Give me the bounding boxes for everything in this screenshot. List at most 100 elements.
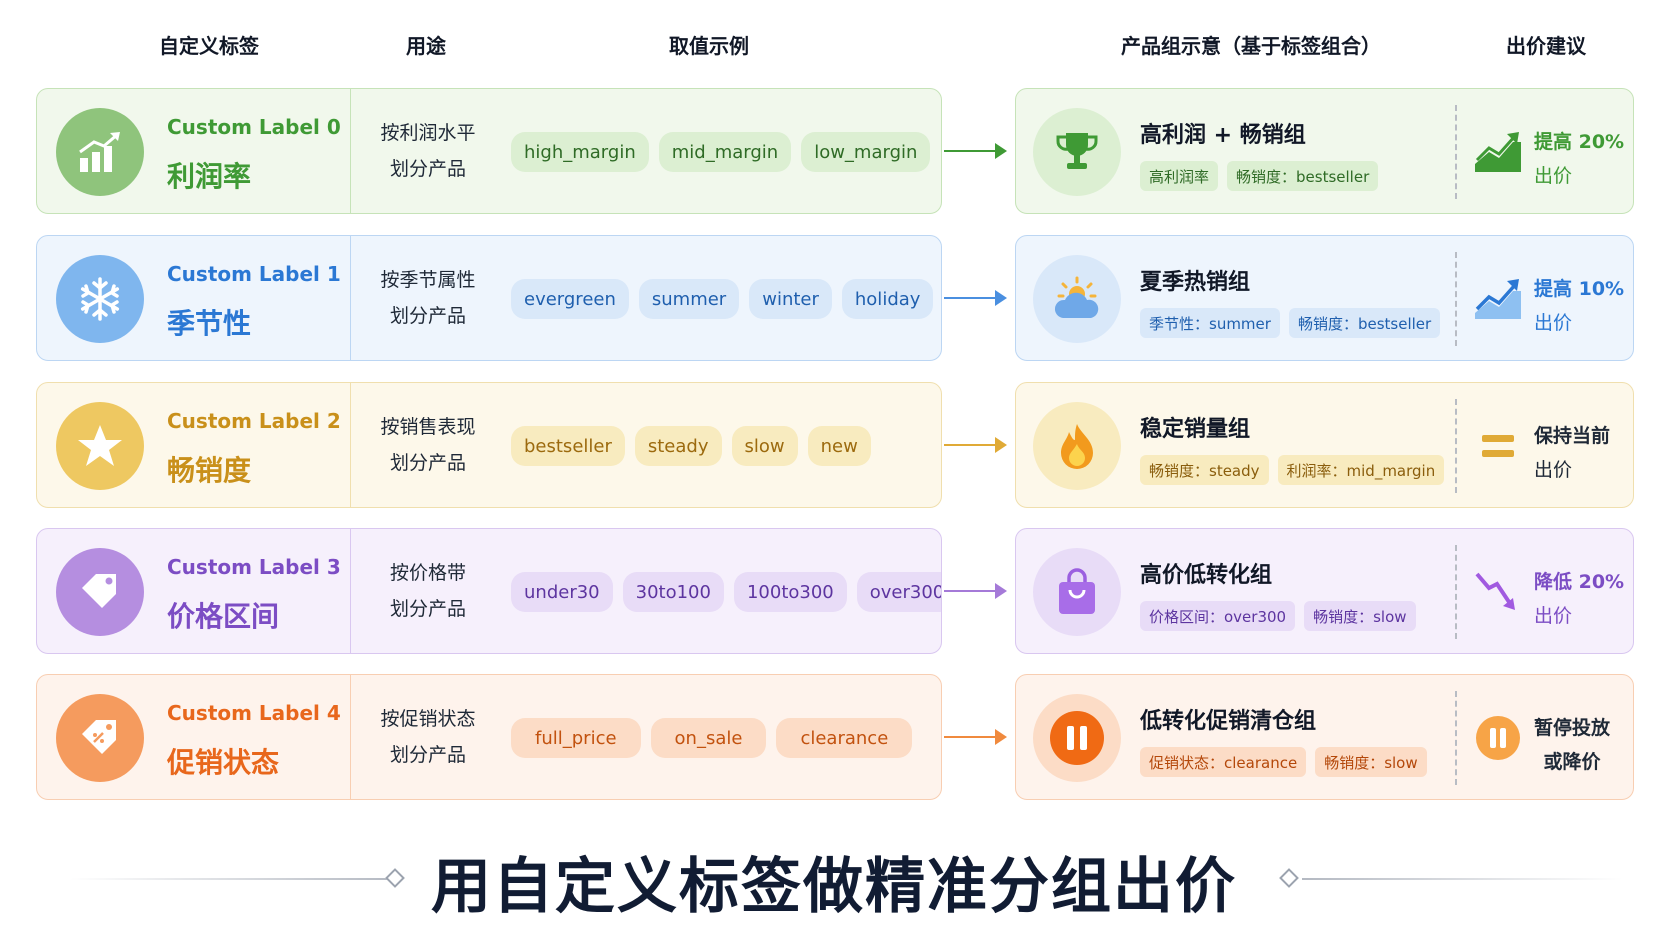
usage-line-1: 按利润水平	[380, 122, 476, 144]
label-row-0: Custom Label 0 利润率 按利润水平 划分产品 high_margi…	[36, 88, 942, 214]
connector-arrow	[944, 297, 999, 299]
label-row-2: Custom Label 2 畅销度 按销售表现 划分产品 bestseller…	[36, 382, 942, 508]
custom-label-name: Custom Label 4	[167, 701, 341, 725]
group-tag: 利润率：mid_margin	[1277, 455, 1445, 485]
group-tags: 促销状态：clearance 畅销度：slow	[1140, 747, 1427, 777]
group-title: 夏季热销组	[1140, 270, 1251, 295]
label-row-4: Custom Label 4 促销状态 按促销状态 划分产品 full_pric…	[36, 674, 942, 800]
custom-label-title: 季节性	[167, 307, 252, 340]
bar-chart-up-icon	[56, 108, 144, 196]
bid-advice: 保持当前 出价	[1534, 419, 1610, 487]
value-chip: high_margin	[511, 132, 649, 172]
value-chip: evergreen	[511, 279, 629, 319]
bid-unit: 出价	[1534, 312, 1573, 334]
group-tag: 畅销度：steady	[1140, 455, 1269, 485]
pause-icon	[1033, 694, 1121, 782]
value-chips: high_margin mid_margin low_margin	[511, 132, 931, 172]
group-row-0: 高利润 + 畅销组 高利润率 畅销度：bestseller 提高 20% 出价	[1015, 88, 1634, 214]
group-tag: 季节性：summer	[1140, 308, 1280, 338]
value-chip: mid_margin	[658, 132, 792, 172]
header-bid: 出价建议	[1506, 34, 1586, 58]
bid-action: 暂停投放	[1534, 717, 1611, 739]
bid-unit: 或降价	[1543, 751, 1601, 773]
group-tag: 畅销度：slow	[1304, 601, 1416, 631]
usage-cell: 按销售表现 划分产品	[351, 383, 505, 507]
group-tag: 高利润率	[1140, 161, 1219, 191]
custom-label-title: 畅销度	[167, 454, 252, 487]
group-title: 高价低转化组	[1140, 563, 1273, 588]
footer-title: 用自定义标签做精准分组出价	[431, 852, 1237, 922]
value-chip: under30	[511, 572, 613, 612]
value-chip: new	[807, 426, 871, 466]
group-tags: 季节性：summer 畅销度：bestseller	[1140, 308, 1441, 338]
custom-label-title: 利润率	[167, 160, 252, 193]
custom-label-title: 促销状态	[167, 746, 280, 779]
usage-cell: 按价格带 划分产品	[351, 529, 505, 653]
group-row-1: 夏季热销组 季节性：summer 畅销度：bestseller 提高 10% 出…	[1015, 235, 1634, 361]
label-cell: Custom Label 3 价格区间	[37, 529, 351, 653]
trend-up-icon	[1473, 276, 1523, 322]
header-usage: 用途	[406, 34, 446, 58]
group-tag: 价格区间：over300	[1140, 601, 1296, 631]
value-chip: winter	[749, 279, 832, 319]
bid-advice: 提高 20% 出价	[1534, 125, 1624, 193]
bid-advice: 降低 20% 出价	[1534, 565, 1624, 633]
connector-arrow	[944, 736, 999, 738]
pause-icon	[1473, 715, 1523, 761]
group-tag: 促销状态：clearance	[1140, 747, 1307, 777]
trend-up-icon	[1473, 129, 1523, 175]
footer-line-right	[1302, 878, 1622, 880]
group-tag: 畅销度：bestseller	[1227, 161, 1379, 191]
header-group: 产品组示意（基于标签组合）	[1121, 34, 1381, 58]
group-row-3: 高价低转化组 价格区间：over300 畅销度：slow 降低 20% 出价	[1015, 528, 1634, 654]
group-tags: 畅销度：steady 利润率：mid_margin	[1140, 455, 1445, 485]
value-chip: 30to100	[622, 572, 724, 612]
arrow-head	[995, 729, 1007, 745]
value-chip: on_sale	[650, 718, 767, 758]
bid-action: 降低 20%	[1534, 571, 1625, 593]
value-chip: bestseller	[511, 426, 625, 466]
group-tag: 畅销度：slow	[1315, 747, 1427, 777]
usage-line-2: 划分产品	[389, 452, 466, 474]
usage-cell: 按季节属性 划分产品	[351, 236, 505, 360]
usage-line-2: 划分产品	[389, 305, 466, 327]
label-cell: Custom Label 4 促销状态	[37, 675, 351, 799]
arrow-head	[995, 290, 1007, 306]
divider	[1455, 252, 1457, 346]
value-chip: summer	[638, 279, 740, 319]
equals-icon	[1473, 423, 1523, 469]
connector-arrow	[944, 150, 999, 152]
shopping-bag-icon	[1033, 548, 1121, 636]
sun-cloud-icon	[1033, 255, 1121, 343]
usage-line-1: 按促销状态	[380, 708, 476, 730]
star-icon	[56, 402, 144, 490]
bid-unit: 出价	[1534, 459, 1573, 481]
group-tag: 畅销度：bestseller	[1288, 308, 1441, 338]
custom-label-title: 价格区间	[167, 600, 280, 633]
custom-label-name: Custom Label 3	[167, 555, 341, 579]
value-chips: bestseller steady slow new	[511, 426, 871, 466]
group-title: 低转化促销清仓组	[1140, 709, 1317, 734]
value-chip: 100to300	[733, 572, 847, 612]
usage-cell: 按利润水平 划分产品	[351, 89, 505, 213]
value-chip: over300	[856, 572, 941, 612]
trophy-icon	[1033, 108, 1121, 196]
custom-label-name: Custom Label 2	[167, 409, 341, 433]
price-tag-icon	[56, 548, 144, 636]
divider	[1455, 399, 1457, 493]
value-chip: low_margin	[801, 132, 931, 172]
value-chip: full_price	[511, 718, 641, 758]
value-chip: slow	[731, 426, 798, 466]
label-cell: Custom Label 0 利润率	[37, 89, 351, 213]
connector-arrow	[944, 444, 999, 446]
arrow-head	[995, 583, 1007, 599]
bid-advice: 暂停投放 或降价	[1534, 711, 1610, 779]
label-cell: Custom Label 1 季节性	[37, 236, 351, 360]
group-tags: 高利润率 畅销度：bestseller	[1140, 161, 1379, 191]
usage-line-1: 按季节属性	[380, 269, 476, 291]
bid-unit: 出价	[1534, 165, 1573, 187]
label-row-3: Custom Label 3 价格区间 按价格带 划分产品 under30 30…	[36, 528, 942, 654]
usage-cell: 按促销状态 划分产品	[351, 675, 505, 799]
bid-action: 提高 10%	[1534, 278, 1625, 300]
footer-line-left	[70, 878, 396, 880]
